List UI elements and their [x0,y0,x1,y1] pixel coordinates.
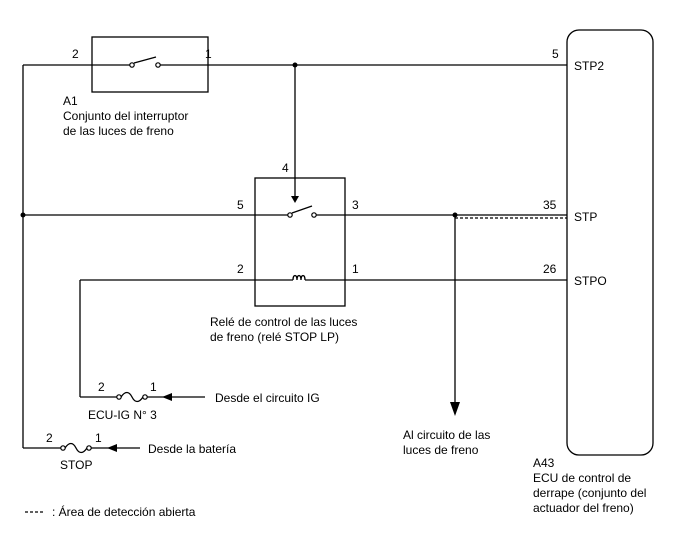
relay-pin-right-coil: 1 [352,262,359,276]
switch-a1-name-2: de las luces de freno [63,124,174,138]
fuse-stop [60,442,92,454]
switch-a1-pin-left: 2 [72,47,79,61]
switch-a1-name-1: Conjunto del interruptor [63,109,188,123]
ecu-box [566,29,654,456]
legend-text: : Área de detección abierta [52,504,196,519]
brake-lights-line-2: luces de freno [403,443,479,457]
relay-pin-left-switch: 5 [237,198,244,212]
fuse-ecu-ig-name: ECU-IG N° 3 [88,408,157,422]
ecu-name-1: ECU de control de [533,471,631,485]
fuse-stop-source: Desde la batería [148,442,236,456]
ecu-pin-stp2: STP2 [574,59,604,73]
ecu-pin-stpo-num: 26 [543,262,557,276]
brake-lights-line-1: Al circuito de las [403,428,490,442]
relay-name-2: de freno (relé STOP LP) [210,330,339,344]
relay-contact-left [287,212,293,218]
switch-a1-pin-right: 1 [205,47,212,61]
ecu-name-2: derrape (conjunto del [533,486,646,500]
relay-name-1: Relé de control de las luces [210,315,357,329]
relay-pin-left-coil: 2 [237,262,244,276]
ecu-name-3: actuador del freno) [533,501,634,515]
relay-pin-top: 4 [282,161,289,175]
fuse-stop-name: STOP [60,458,92,472]
fuse-stop-pin-left: 2 [46,431,53,445]
ecu-ig-source-arrow [162,393,172,401]
relay-coil [292,274,306,281]
switch-a1-contact [92,56,208,68]
ecu-pin-stp: STP [574,210,597,224]
switch-a1-code: A1 [63,94,78,108]
fuse-ecu-ig-pin-right: 1 [150,380,157,394]
ecu-code: A43 [533,456,555,470]
fuse-ecu-ig [116,391,148,403]
relay-contact-right [311,212,317,218]
relay-contact-blade [291,205,313,214]
fuse-ecu-ig-pin-left: 2 [98,380,105,394]
relay-box [254,177,346,307]
brake-lights-arrow [450,402,460,416]
relay-pin-right-switch: 3 [352,198,359,212]
fuse-ecu-ig-source: Desde el circuito IG [215,391,320,405]
ecu-pin-stpo: STPO [574,274,607,288]
ecu-pin-stp2-num: 5 [552,47,559,61]
ecu-pin-stp-num: 35 [543,198,557,212]
relay-pin4-arrow [291,196,299,203]
fuse-stop-pin-right: 1 [95,431,102,445]
stop-source-arrow [107,444,117,452]
